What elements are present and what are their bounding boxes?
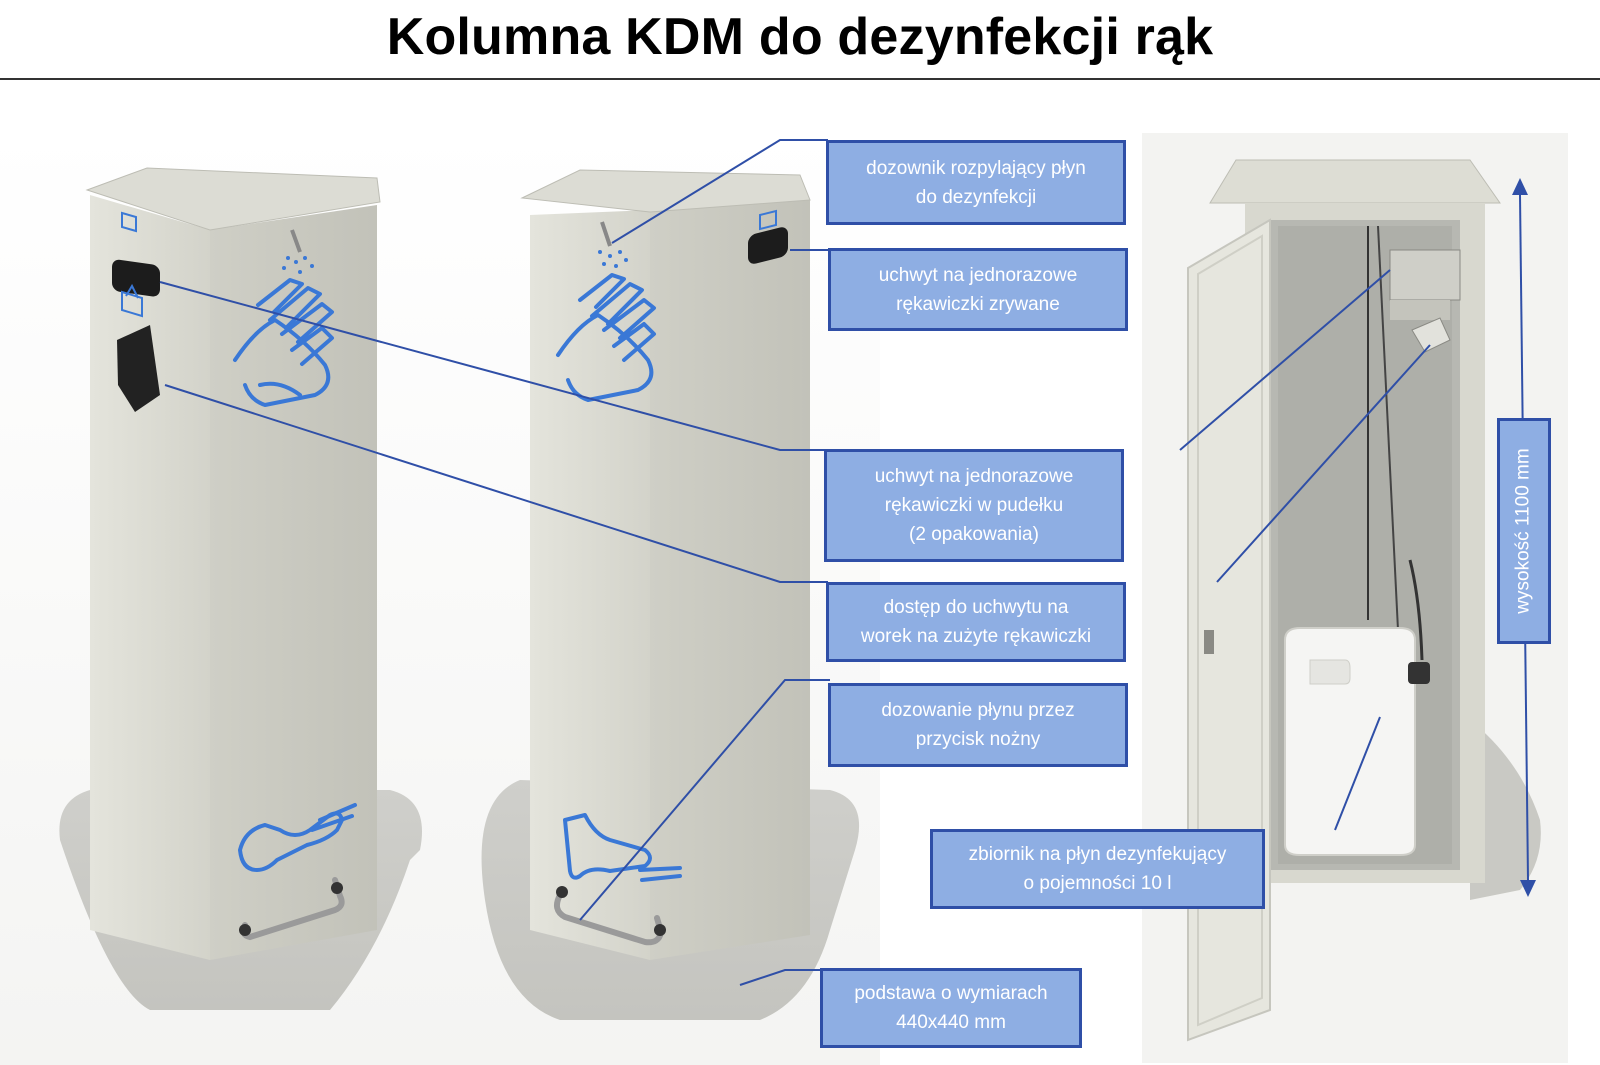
column-left: [59, 167, 422, 1010]
callout-dispenser-line-2: do dezynfekcji: [915, 186, 1037, 208]
cabinet-door: [1187, 218, 1271, 1042]
leader-tank: [1334, 716, 1381, 831]
callout-base-line-1: podstawa o wymiarach: [854, 983, 1048, 1004]
glove-pictogram: [759, 209, 777, 231]
cabinet-roof: [1209, 159, 1501, 204]
spray-nozzle-icon: [600, 221, 612, 247]
spray-nozzle-icon: [290, 229, 302, 253]
leader-lines: [159, 139, 1431, 986]
glove-box-opening-icon: [117, 325, 160, 412]
leader-box-holder: [159, 281, 828, 451]
leader-box-holder-cabinet: [1179, 269, 1391, 451]
canister-icon: [1284, 559, 1430, 856]
callout-tank-line-2: o pojemności 10 l: [1023, 873, 1172, 894]
hand-washing-pictogram: [233, 278, 334, 407]
callout-box-glove-holder-line-1: uchwyt na jednorazowe: [874, 466, 1074, 487]
foot-press-pictogram: [563, 813, 682, 882]
column-left-top: [85, 167, 381, 231]
glove-box-holder-icon: [1389, 249, 1461, 301]
leader-foot-pedal: [579, 679, 830, 921]
callout-tear-glove-holder-line-2: rękawiczki zrywane: [896, 293, 1060, 315]
callout-tank-line-1: zbiornik na płyn dezynfekujący: [968, 844, 1227, 865]
page-title: Kolumna KDM do dezynfekcji rąk: [386, 8, 1214, 66]
door-lock-icon: [1204, 630, 1214, 654]
height-dimension-label: wysokość 1100 mm: [1497, 418, 1551, 644]
callout-foot-pedal: dozowanie płynu przez przycisk nożny: [828, 683, 1128, 767]
column-open-base: [1470, 720, 1541, 900]
callout-base: podstawa o wymiarach 440x440 mm: [820, 968, 1082, 1048]
glove-pictogram: [121, 211, 143, 318]
callout-box-glove-holder: uchwyt na jednorazowe rękawiczki w pudeł…: [824, 449, 1124, 562]
callout-tear-glove-holder: uchwyt na jednorazowe rękawiczki zrywane: [828, 248, 1128, 331]
column-left-front: [90, 195, 210, 960]
callout-dispenser-line-1: dozownik rozpylający płyn: [866, 157, 1086, 179]
column-open-cabinet: [1187, 159, 1541, 1042]
title-divider: [0, 78, 1600, 80]
callout-tear-glove-holder-line-1: uchwyt na jednorazowe: [878, 264, 1078, 286]
foot-pedal-icon: [553, 892, 665, 946]
callout-bag-access: dostęp do uchwytu na worek na zużyte ręk…: [826, 582, 1126, 662]
callout-tank: zbiornik na płyn dezynfekujący o pojemno…: [930, 829, 1265, 909]
height-dimension-text: wysokość 1100 mm: [1513, 448, 1534, 614]
callout-dispenser: dozownik rozpylający płyn do dezynfekcji: [826, 140, 1126, 225]
spray-drops-icon: [598, 250, 628, 268]
callout-bag-access-line-2: worek na zużyte rękawiczki: [860, 626, 1092, 647]
tear-glove-slot-icon: [112, 259, 160, 297]
column-middle-front: [650, 200, 810, 960]
callout-bag-access-line-1: dostęp do uchwytu na: [883, 597, 1069, 618]
callout-foot-pedal-line-2: przycisk nożny: [915, 729, 1041, 750]
callout-box-glove-holder-line-3: (2 opakowania): [909, 524, 1039, 545]
spray-drops-icon: [282, 256, 314, 274]
leader-bag-access-cabinet: [1216, 344, 1431, 583]
leader-base: [739, 969, 822, 986]
leader-dispenser: [611, 139, 828, 244]
leader-bag-access: [164, 384, 828, 583]
bag-holder-icon: [1411, 317, 1451, 353]
column-middle-top: [520, 169, 811, 213]
foot-press-pictogram: [238, 803, 357, 872]
tear-glove-slot-icon: [748, 227, 788, 264]
column-middle-side: [530, 210, 650, 960]
callout-box-glove-holder-line-2: rękawiczki w pudełku: [884, 495, 1064, 516]
column-middle: [481, 169, 860, 1020]
callout-foot-pedal-line-1: dozowanie płynu przez: [881, 700, 1075, 721]
callout-base-line-2: 440x440 mm: [896, 1012, 1006, 1033]
